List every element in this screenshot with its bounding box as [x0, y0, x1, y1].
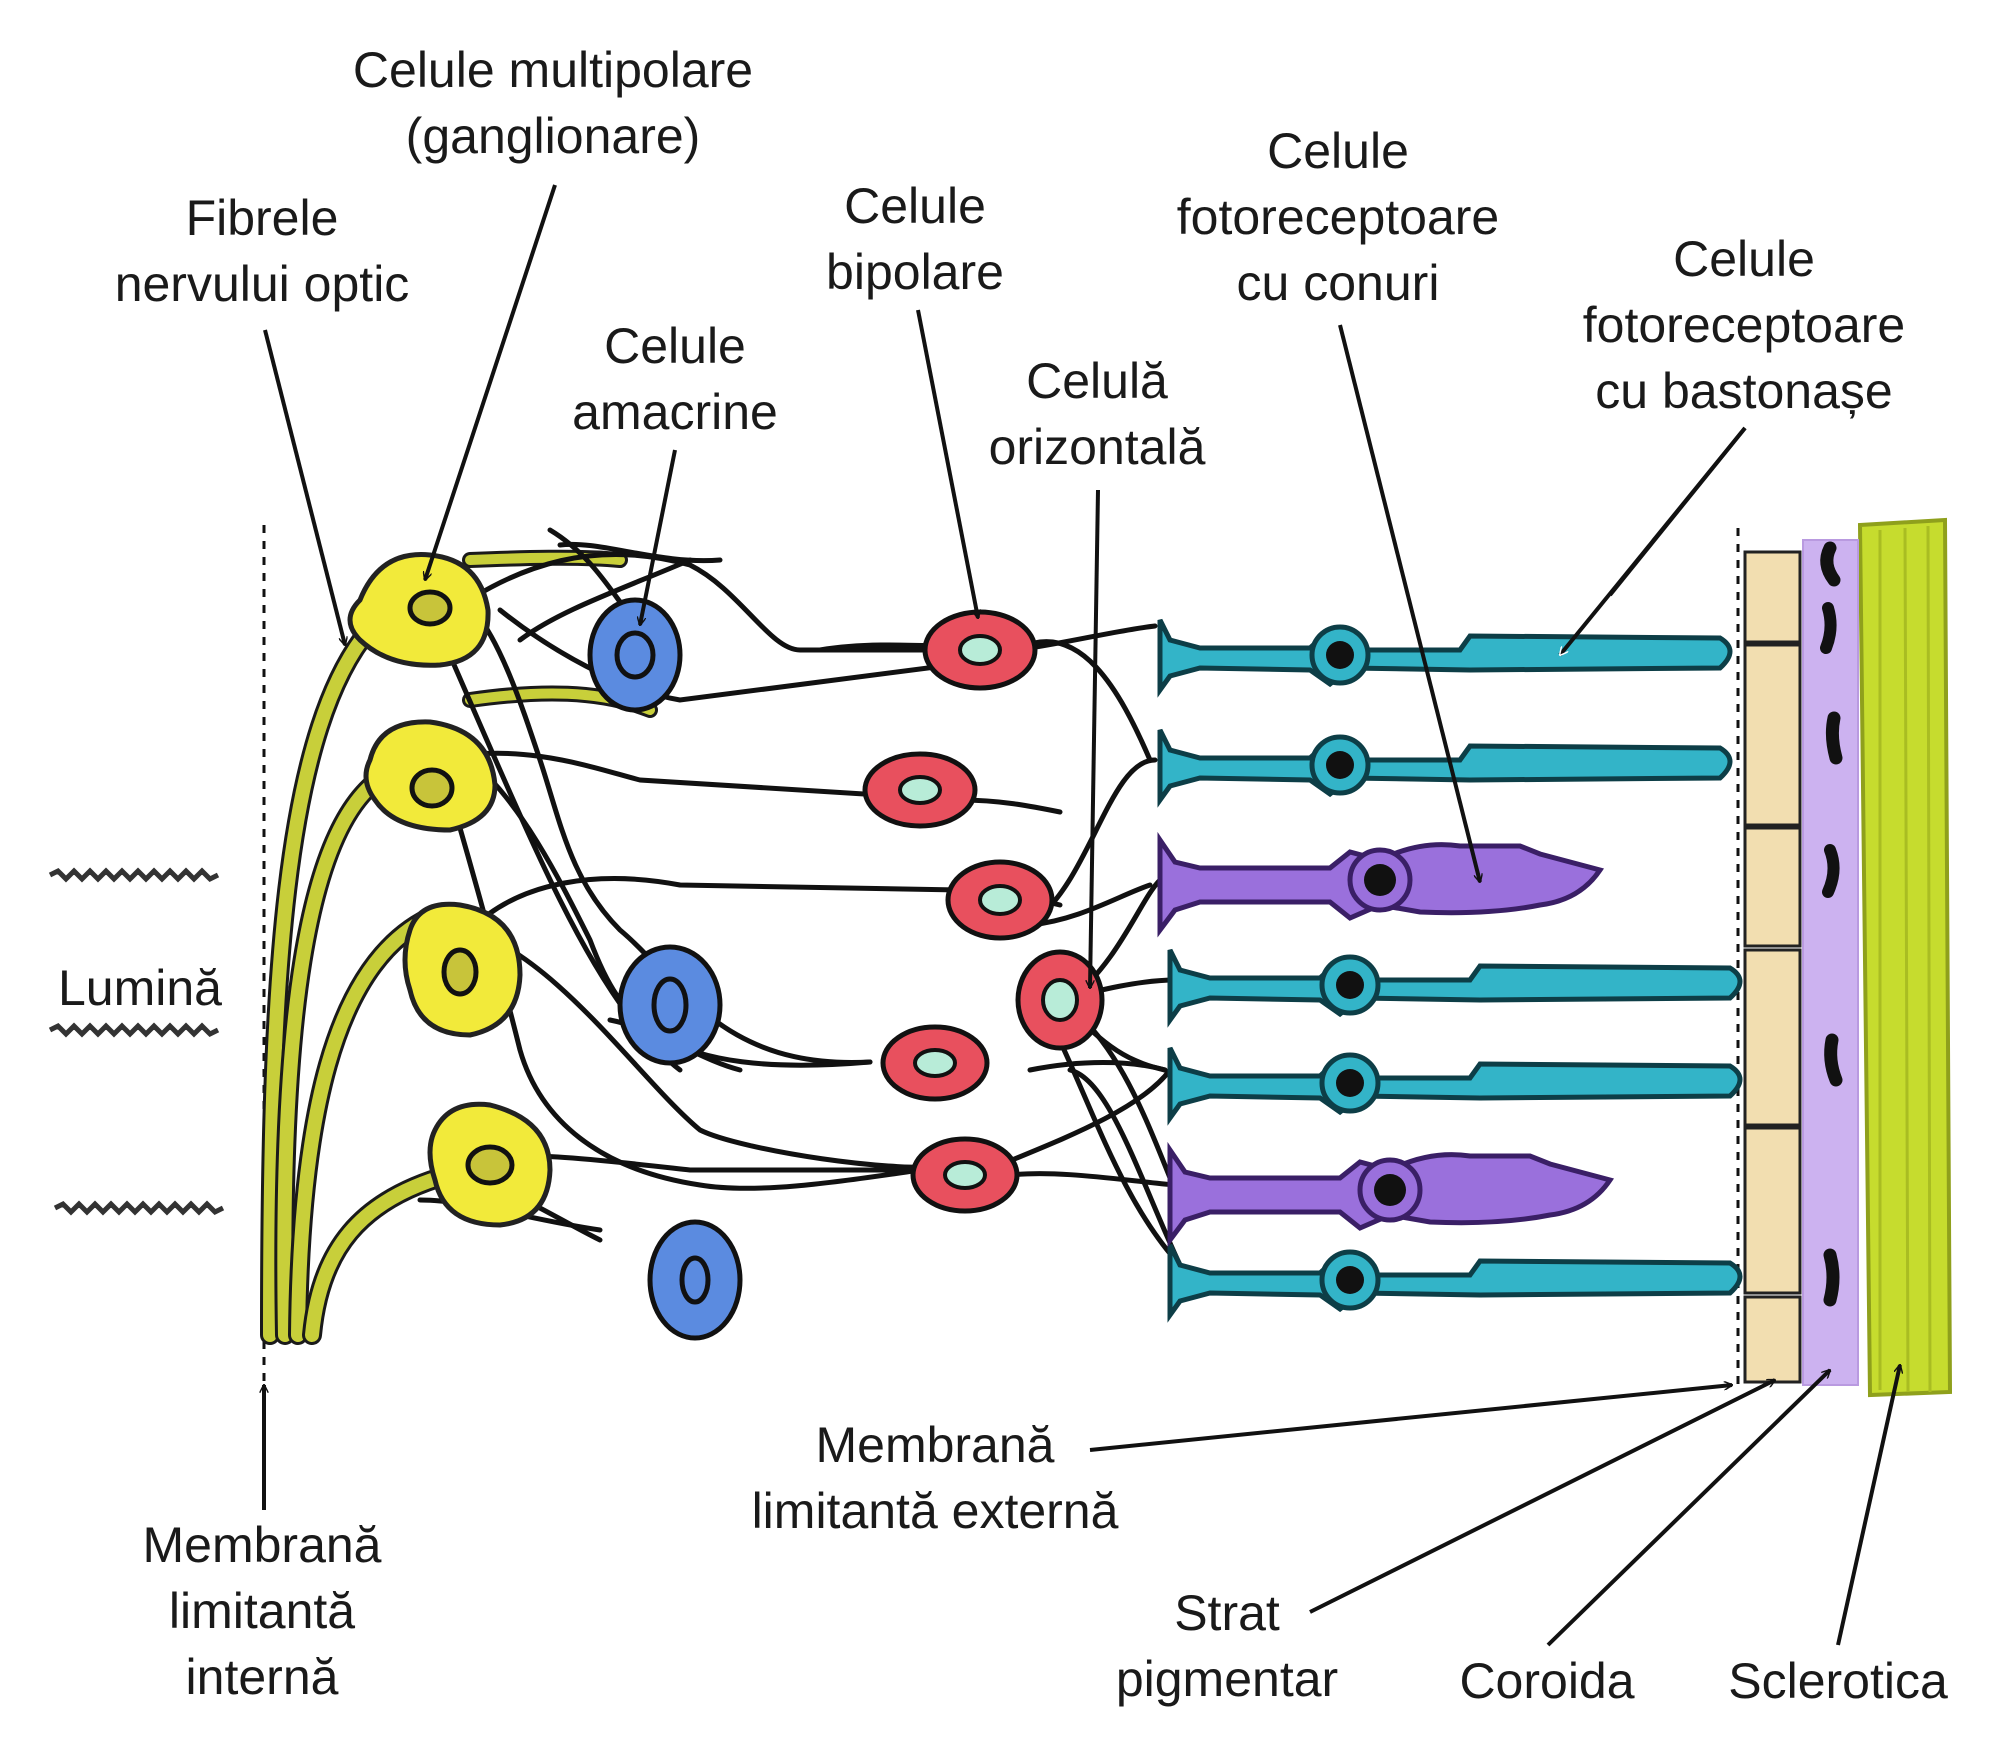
label-inner-membrane: Membrană limitantă internă [143, 1512, 382, 1710]
amacrine-cells [587, 597, 743, 1341]
leader-choroid [1546, 1370, 1830, 1647]
sclera-layer [1857, 517, 1953, 1398]
leader-ganglion [425, 184, 557, 580]
label-line: Celule [1267, 123, 1409, 179]
rod-cell [1167, 948, 1743, 1028]
label-line: Celule [844, 178, 986, 234]
choroid-layer [1802, 539, 1859, 1386]
rod-cell [1157, 728, 1733, 808]
label-outer-membrane: Membrană limitantă externă [752, 1412, 1119, 1544]
label-line: pigmentar [1115, 1651, 1339, 1707]
label-rod-cells: Celule fotoreceptoare cu bastonașe [1583, 226, 1905, 424]
label-line: nervului optic [114, 256, 410, 312]
cone-cells [1157, 831, 1615, 1248]
bipolar-cell [862, 751, 978, 829]
label-line: Strat [1174, 1585, 1280, 1641]
cone-cell [1157, 831, 1605, 938]
label-bipolar-cells: Celule bipolare [826, 173, 1004, 305]
label-line: Sclerotica [1728, 1653, 1948, 1709]
label-line: Membrană [142, 1517, 382, 1573]
label-line: (ganglionare) [405, 108, 701, 164]
bipolar-cell [922, 609, 1038, 691]
label-line: fotoreceptoare [1176, 189, 1500, 245]
pigment-layer [1743, 550, 1802, 1384]
neural-connections [417, 527, 1183, 1268]
label-leaders [263, 184, 1900, 1647]
label-line: orizontală [988, 419, 1206, 475]
rod-cells [1157, 618, 1743, 1323]
light-ray [48, 1022, 220, 1038]
label-line: Celulă [1026, 353, 1168, 409]
bipolar-cell [880, 1024, 990, 1102]
rod-cell [1157, 618, 1733, 698]
leader-rods-outline [1608, 426, 1747, 597]
bipolar-cell [910, 1136, 1020, 1214]
ganglion-cell [402, 901, 523, 1038]
leader-sclera [1836, 1365, 1900, 1646]
label-line: Coroida [1459, 1653, 1635, 1709]
label-pigment-layer: Strat pigmentar [1116, 1580, 1338, 1712]
horizontal-cell [1015, 949, 1105, 1051]
label-line: bipolare [826, 244, 1004, 300]
leader-outer-membrane [1089, 1385, 1732, 1452]
label-light: Lumină [58, 955, 222, 1021]
cone-cell [1167, 1141, 1615, 1248]
leader-cones [1338, 324, 1480, 882]
label-line: Lumină [58, 960, 222, 1016]
label-choroid: Coroida [1459, 1648, 1634, 1714]
leader-amacrine [640, 449, 677, 625]
label-line: cu bastonașe [1595, 363, 1893, 419]
amacrine-cell [587, 597, 683, 713]
label-line: limitantă [168, 1583, 356, 1639]
ganglion-cells [347, 552, 553, 1228]
amacrine-cell [647, 1219, 743, 1341]
label-sclera: Sclerotica [1728, 1648, 1948, 1714]
label-optic-fibers: Fibrele nervului optic [115, 185, 410, 317]
label-ganglion-cells: Celule multipolare (ganglionare) [353, 37, 753, 169]
label-amacrine-cells: Celule amacrine [572, 313, 778, 445]
label-line: limitantă externă [751, 1483, 1119, 1539]
label-horizontal-cell: Celulă orizontală [989, 348, 1206, 480]
label-line: Fibrele [185, 190, 339, 246]
ganglion-cell [347, 552, 491, 668]
label-line: amacrine [572, 384, 778, 440]
label-line: Celule [604, 318, 746, 374]
label-line: internă [185, 1649, 339, 1705]
ganglion-cell [363, 719, 498, 833]
leader-bipolar [916, 309, 978, 618]
leader-pigment [1309, 1378, 1775, 1614]
leader-optic-fibers [263, 329, 345, 645]
amacrine-cell [617, 944, 723, 1066]
leader-horizontal [1090, 489, 1100, 988]
label-line: Celule [1673, 231, 1815, 287]
label-cone-cells: Celule fotoreceptoare cu conuri [1177, 118, 1499, 316]
label-line: Membrană [815, 1417, 1055, 1473]
bipolar-cells [862, 609, 1105, 1214]
light-rays [48, 867, 225, 1216]
optic-nerve-fibers [260, 549, 658, 1345]
rod-cell [1167, 1243, 1743, 1323]
rod-cell [1167, 1046, 1743, 1126]
bipolar-cell [945, 859, 1055, 941]
light-ray [53, 1200, 225, 1216]
ganglion-cell [427, 1101, 553, 1228]
light-ray [48, 867, 220, 883]
label-line: Celule multipolare [352, 42, 754, 98]
label-line: cu conuri [1236, 255, 1440, 311]
label-line: fotoreceptoare [1582, 297, 1906, 353]
